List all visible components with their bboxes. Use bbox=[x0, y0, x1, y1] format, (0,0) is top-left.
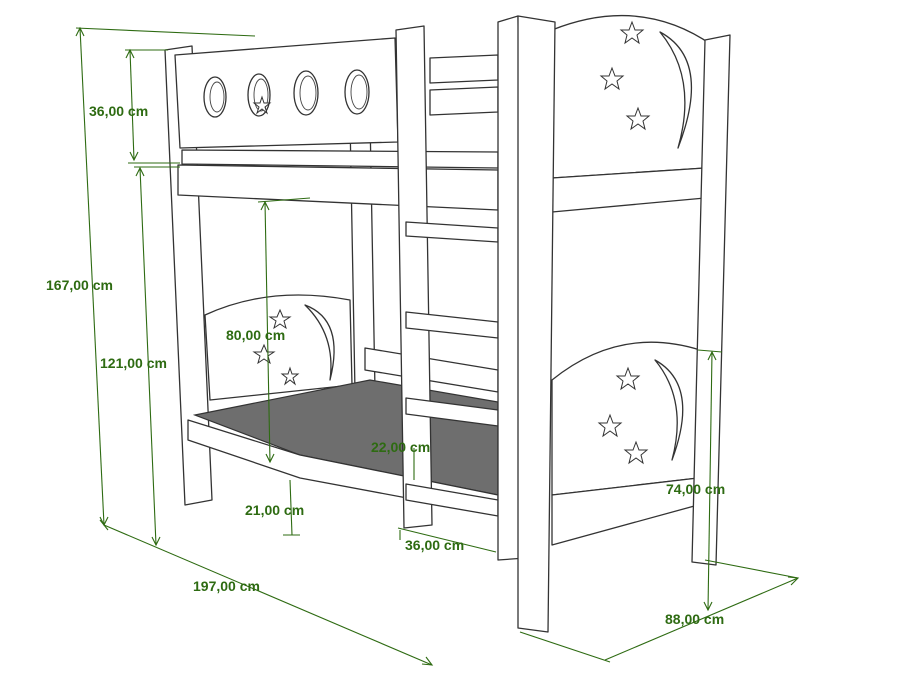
upper-star-icon bbox=[619, 20, 645, 45]
front-right-post bbox=[517, 15, 556, 633]
length-label: 197,00 cm bbox=[193, 578, 260, 594]
width-label: 88,00 cm bbox=[665, 611, 724, 627]
upper-bed-height-label: 121,00 cm bbox=[100, 355, 167, 371]
clearance-height-label: 80,00 cm bbox=[226, 327, 285, 343]
lower-star-icon bbox=[623, 440, 649, 465]
lower-star-icon bbox=[597, 413, 623, 438]
floor-clearance-label: 21,00 cm bbox=[245, 502, 304, 518]
upper-moon-icon bbox=[659, 31, 693, 149]
lower-back-star-icon bbox=[252, 343, 276, 365]
ladder-width-label: 36,00 cm bbox=[405, 537, 464, 553]
lower-back-moon-icon bbox=[304, 304, 335, 381]
total-height-label: 167,00 cm bbox=[46, 277, 113, 293]
upper-star-icon bbox=[625, 106, 651, 131]
upper-frame-side bbox=[177, 164, 499, 211]
ladder-back-rail bbox=[429, 86, 499, 116]
lower-star-icon bbox=[615, 366, 641, 391]
lower-back-star-icon bbox=[280, 366, 300, 386]
ladder-rungs bbox=[405, 221, 499, 517]
rail-height-label: 36,00 cm bbox=[89, 103, 148, 119]
rear-right-post bbox=[691, 34, 731, 566]
upper-star-icon bbox=[599, 66, 625, 91]
lower-back-headboard bbox=[204, 294, 353, 401]
rail-star-icon bbox=[252, 95, 272, 115]
rear-left-post bbox=[164, 45, 213, 506]
lower-back-star-icon bbox=[268, 308, 292, 330]
end-height-label: 74,00 cm bbox=[666, 481, 725, 497]
step-spacing-label: 22,00 cm bbox=[371, 439, 430, 455]
ladder-back-rail bbox=[429, 54, 499, 84]
rail-portholes bbox=[203, 69, 370, 118]
dimension-lines bbox=[75, 26, 800, 666]
lower-moon-icon bbox=[654, 359, 684, 461]
